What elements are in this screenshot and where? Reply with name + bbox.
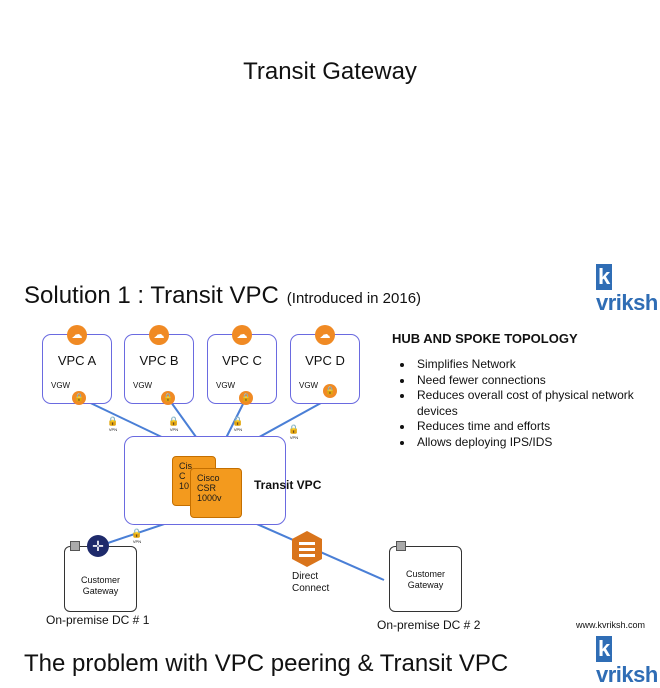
vpc-b-label: VPC B bbox=[139, 353, 179, 368]
vgw-lock-icon: 🔒 bbox=[72, 391, 86, 405]
slide-title: Transit Gateway bbox=[243, 58, 417, 85]
direct-connect-label: Direct Connect bbox=[292, 571, 330, 594]
vpn-lock: 🔒 VPN bbox=[130, 528, 144, 544]
vgw-c-label: VGW bbox=[216, 381, 236, 390]
port-icon bbox=[70, 541, 80, 551]
cloud-icon: ☁ bbox=[315, 325, 335, 345]
vpc-b-box: ☁ VPC B VGW bbox=[124, 325, 194, 404]
logo-k: k bbox=[596, 264, 612, 290]
logo-rest: vriksh bbox=[596, 290, 658, 315]
vpn-label: VPN bbox=[169, 427, 179, 432]
kvriksh-logo: kvriksh bbox=[596, 264, 660, 316]
vpc-a-label: VPC A bbox=[57, 353, 97, 368]
vpn-label: VPN bbox=[132, 539, 142, 544]
hub-spoke-heading: HUB AND SPOKE TOPOLOGY bbox=[392, 331, 578, 346]
vpn-label: VPN bbox=[108, 427, 118, 432]
logo-k: k bbox=[596, 636, 612, 662]
vgw-b-label: VGW bbox=[133, 381, 153, 390]
padlock-icon: 🔒 bbox=[288, 424, 300, 434]
router-icon: ✛ bbox=[87, 535, 109, 557]
logo-rest: vriksh bbox=[596, 662, 658, 687]
vpn-lock: 🔒 VPN bbox=[231, 416, 245, 432]
website-url: www.kvriksh.com bbox=[576, 620, 646, 630]
vgw-lock-icon: 🔒 bbox=[323, 384, 337, 398]
solution-title-text: Solution 1 : Transit VPC bbox=[24, 282, 279, 309]
direct-connect-icon bbox=[292, 531, 322, 567]
cloud-icon: ☁ bbox=[149, 325, 169, 345]
solution-subtitle: (Introduced in 2016) bbox=[286, 290, 422, 307]
vgw-d-label: VGW bbox=[299, 381, 319, 390]
padlock-icon: 🔒 bbox=[232, 416, 244, 426]
bullet-item: Reduces time and efforts bbox=[414, 419, 660, 435]
dc2-label: On-premise DC # 2 bbox=[377, 618, 481, 632]
customer-gateway-2: Customer Gateway bbox=[389, 546, 462, 612]
vpn-label: VPN bbox=[289, 435, 299, 440]
transit-vpc-label: Transit VPC bbox=[254, 478, 322, 492]
port-icon bbox=[396, 541, 406, 551]
padlock-icon: 🔒 bbox=[107, 416, 119, 426]
dc1-label: On-premise DC # 1 bbox=[46, 613, 150, 627]
vpc-d-label: VPC D bbox=[305, 353, 345, 368]
vpn-lock: 🔒 VPN bbox=[106, 416, 120, 432]
next-slide-title: The problem with VPC peering & Transit V… bbox=[24, 650, 509, 677]
bullet-item: Need fewer connections bbox=[414, 373, 660, 389]
vpn-lock: 🔒 VPN bbox=[287, 424, 301, 440]
vpn-label: VPN bbox=[233, 427, 243, 432]
customer-gateway-2-label: Customer Gateway bbox=[405, 569, 445, 590]
customer-gateway-1: Customer Gateway bbox=[64, 546, 137, 612]
vgw-a-label: VGW bbox=[51, 381, 71, 390]
bullet-item: Allows deploying IPS/IDS bbox=[414, 435, 660, 451]
bullet-item: Reduces overall cost of physical network… bbox=[414, 388, 660, 419]
solution-title: Solution 1 : Transit VPC (Introduced in 2… bbox=[24, 282, 421, 310]
vpn-lock: 🔒 VPN bbox=[167, 416, 181, 432]
vgw-lock-icon: 🔒 bbox=[239, 391, 253, 405]
vgw-lock-icon: 🔒 bbox=[161, 391, 175, 405]
csr-router-front: Cisco CSR 1000v bbox=[190, 468, 242, 518]
padlock-icon: 🔒 bbox=[168, 416, 180, 426]
vpc-d-box: ☁ VPC D VGW bbox=[290, 325, 360, 404]
kvriksh-logo: kvriksh bbox=[596, 636, 660, 688]
padlock-icon: 🔒 bbox=[131, 528, 143, 538]
vpc-c-label: VPC C bbox=[222, 353, 262, 368]
cloud-icon: ☁ bbox=[67, 325, 87, 345]
customer-gateway-1-label: Customer Gateway bbox=[80, 575, 120, 596]
cloud-icon: ☁ bbox=[232, 325, 252, 345]
bullet-item: Simplifies Network bbox=[414, 357, 660, 373]
hub-spoke-bullets: Simplifies Network Need fewer connection… bbox=[390, 357, 660, 450]
